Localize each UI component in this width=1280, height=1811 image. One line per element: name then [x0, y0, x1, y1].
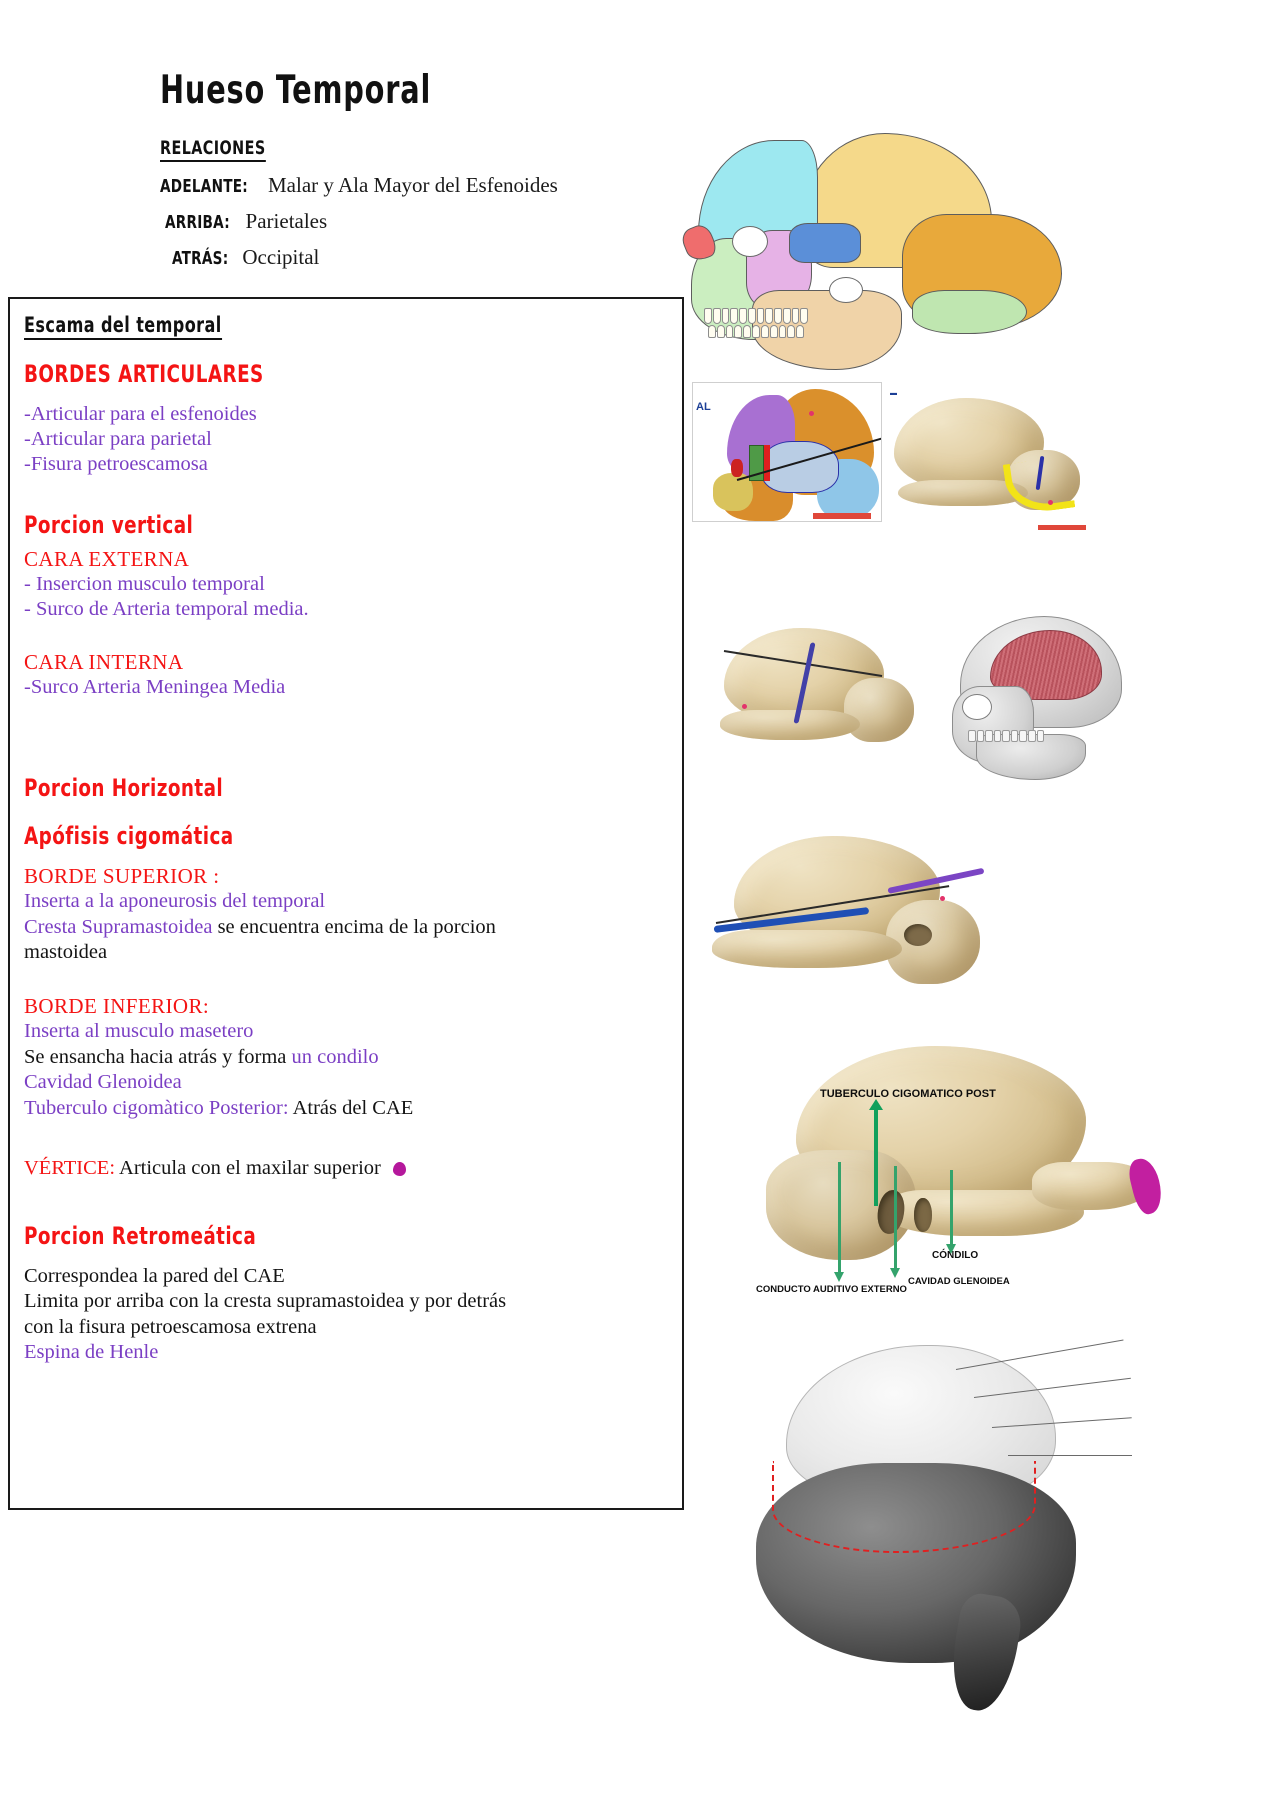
bone-zygomatic-process: [712, 930, 902, 968]
text-cresta-supramastoidea: Cresta Supramastoidea se encuentra encim…: [24, 914, 668, 940]
lower-teeth: [708, 325, 804, 338]
text-espina-henle: Espina de Henle: [24, 1341, 159, 1364]
ct-region-red-patch: [731, 459, 743, 477]
red-outline-marker: [772, 1461, 1036, 1553]
text-cresta-purple: Cresta Supramastoidea: [24, 916, 213, 938]
bone-zygomatic-process: [720, 710, 860, 740]
text-condilo-purple: un condilo: [291, 1045, 379, 1068]
bullet-esfenoides: -Articular para el esfenoides: [24, 403, 257, 425]
text-vertice-row: VÉRTICE: Articula con el maxilar superio…: [24, 1155, 668, 1181]
ct-region-temporal: [761, 441, 839, 493]
relation-key: ATRÁS:: [172, 248, 229, 269]
external-auditory-canal: [904, 924, 932, 946]
text-vertice-body: Articula con el maxilar superior: [115, 1157, 381, 1180]
figure-grey-skull-muscle: [948, 614, 1138, 786]
relation-value: Malar y Ala Mayor del Esfenoides: [268, 173, 558, 197]
relation-row-arriba: ARRIBA: Parietales: [160, 209, 780, 234]
text-cavidad-glenoidea: Cavidad Glenoidea: [24, 1071, 182, 1094]
bullet-surco-meningea: -Surco Arteria Meningea Media: [24, 676, 286, 698]
pink-dot: [742, 704, 747, 709]
figure-colored-skull: [678, 130, 1116, 370]
label-conducto-auditivo-externo: CONDUCTO AUDITIVO EXTERNO: [756, 1284, 907, 1295]
bone-mastoid: [886, 900, 980, 984]
bone-zygomatic-process: [898, 480, 1028, 506]
heading-porcion-retromeatica: Porcion Retromeática: [24, 1221, 257, 1250]
ct-region-red-strip: [764, 445, 770, 481]
text-limita-arriba: Limita por arriba con la cresta supramas…: [24, 1290, 507, 1313]
text-mastoidea: mastoidea: [24, 941, 108, 964]
heading-borde-inferior: BORDE INFERIOR:: [24, 993, 210, 1018]
ear-canal: [829, 277, 863, 303]
notebox-title: Escama del temporal: [24, 313, 222, 340]
pink-dot: [1048, 500, 1053, 505]
text-tuberculo-purple: Tuberculo cigomàtico Posterior:: [24, 1097, 289, 1120]
teeth: [968, 730, 1045, 742]
text-corresponde-pared: Correspondea la pared del CAE: [24, 1264, 285, 1287]
text-ensancha-condilo: Se ensancha hacia atrás y forma un condi…: [24, 1044, 668, 1070]
bone-occipital-lower: [912, 290, 1027, 334]
label-condilo: CÓNDILO: [932, 1250, 979, 1261]
arrow-cavidad-glenoidea: [890, 1166, 899, 1278]
relation-row-adelante: ADELANTE: Malar y Ala Mayor del Esfenoid…: [160, 173, 780, 198]
relation-key: ARRIBA:: [165, 212, 230, 233]
figure-small-label: ▬: [890, 390, 897, 397]
figure-big-labeled-temporal: TUBERCULO CIGOMATICO POST CÓNDILO CAVIDA…: [726, 1040, 1256, 1330]
label-tuberculo-cigomatico-post: TUBERCULO CIGOMATICO POST: [820, 1088, 996, 1100]
heading-cara-interna: CARA INTERNA: [24, 650, 184, 674]
heading-vertice: VÉRTICE:: [24, 1157, 116, 1180]
text-tuberculo-posterior: Tuberculo cigomàtico Posterior: Atrás de…: [24, 1095, 668, 1121]
pink-dot: [940, 896, 945, 901]
page-header: Hueso Temporal RELACIONES ADELANTE: Mala…: [160, 68, 780, 270]
bullet-surco-arteria-temporal: - Surco de Arteria temporal media.: [24, 598, 309, 620]
page-title: Hueso Temporal: [160, 68, 432, 113]
bullet-insercion-musculo: - Insercion musculo temporal: [24, 573, 265, 595]
label-cavidad-glenoidea: CAVIDAD GLENOIDEA: [908, 1276, 1010, 1287]
text-cresta-black: se encuentra encima de la porcion: [212, 916, 496, 938]
orbit-socket: [962, 694, 992, 720]
bone-mastoid: [844, 678, 914, 742]
magenta-dot-icon: [392, 1162, 406, 1177]
watermark-bar: [1038, 525, 1086, 530]
text-inserta-masetero: Inserta al musculo masetero: [24, 1019, 254, 1042]
figure-temporal-purple-line: [716, 620, 926, 765]
figure-bw-temporal-outline: [746, 1339, 1186, 1765]
figure-temporal-blue-purple: [704, 830, 994, 1020]
heading-cara-externa: CARA EXTERNA: [24, 547, 190, 571]
relation-value: Occipital: [242, 245, 320, 269]
leader-line-4: [1008, 1455, 1132, 1456]
ct-region-yellow: [713, 473, 753, 511]
glenoid-cavity-shadow: [914, 1198, 932, 1232]
ct-label-al: AL: [696, 401, 711, 413]
orbit-socket: [732, 226, 768, 257]
relation-row-atras: ATRÁS: Occipital: [160, 245, 780, 270]
relaciones-label: RELACIONES: [160, 137, 266, 162]
text-fisura-extrena: con la fisura petroescamosa extrena: [24, 1315, 317, 1338]
magenta-highlight: [1125, 1155, 1167, 1217]
heading-apofisis-cigomatica: Apófisis cigomática: [24, 822, 234, 850]
ct-pink-dot: [809, 411, 814, 416]
bone-mastoid: [1008, 450, 1080, 510]
upper-teeth: [704, 308, 808, 324]
heading-porcion-horizontal: Porcion Horizontal: [24, 774, 224, 802]
text-inserta-aponeurosis: Inserta a la aponeurosis del temporal: [24, 890, 326, 912]
figure-ct-colored-skull: AL: [692, 382, 882, 522]
note-box: Escama del temporal BORDES ARTICULARES -…: [8, 297, 684, 1510]
relation-value: Parietales: [245, 209, 328, 233]
bullet-parietal: -Articular para parietal: [24, 428, 212, 450]
heading-porcion-vertical: Porcion vertical: [24, 511, 194, 539]
arrow-conducto-auditivo: [834, 1162, 843, 1282]
bullet-fisura: -Fisura petroescamosa: [24, 453, 208, 475]
arrow-condilo: [946, 1170, 955, 1254]
relation-key: ADELANTE:: [160, 176, 248, 197]
text-ensancha-black: Se ensancha hacia atrás y forma: [24, 1045, 292, 1068]
bone-temporal: [789, 223, 861, 263]
figure-temporal-yellow: ▬: [888, 388, 1088, 530]
figure-column: AL ▬: [678, 0, 1280, 1811]
heading-borde-superior: BORDE SUPERIOR :: [24, 864, 220, 888]
text-tuberculo-black: Atrás del CAE: [288, 1097, 414, 1120]
heading-bordes-articulares: BORDES ARTICULARES: [24, 360, 264, 388]
ct-watermark-bar: [813, 513, 871, 519]
arrow-tuberculo: [869, 1099, 883, 1206]
